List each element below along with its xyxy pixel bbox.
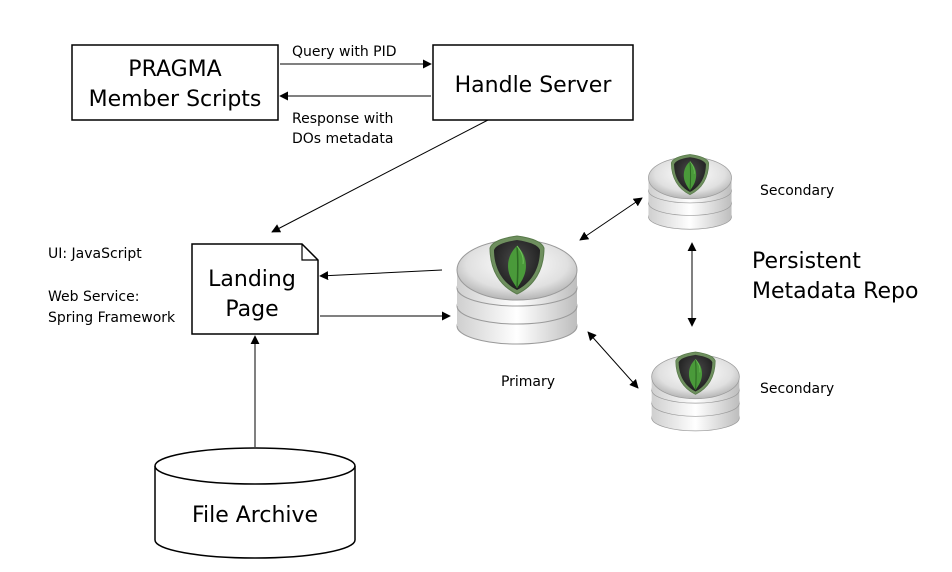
file-archive-label: File Archive xyxy=(192,503,318,528)
query-edge: Query with PID xyxy=(280,44,432,69)
file-archive-node: File Archive xyxy=(154,447,356,559)
primary-label: Primary xyxy=(501,374,555,390)
pragma-node: PRAGMA Member Scripts xyxy=(71,44,279,121)
query-edge-label: Query with PID xyxy=(292,44,397,60)
response-edge-label-line1: Response with xyxy=(292,111,393,127)
repo-label-line2: Metadata Repo xyxy=(752,279,918,304)
secondary-bottom-db-icon xyxy=(651,351,740,432)
secondary-top-db-icon xyxy=(647,153,733,230)
pragma-label-line1: PRAGMA xyxy=(128,57,221,82)
web-service-note-line2: Spring Framework xyxy=(48,310,176,326)
response-edge: Response with DOs metadata xyxy=(279,91,431,147)
repo-label: Persistent Metadata Repo xyxy=(752,249,918,304)
pragma-label-line2: Member Scripts xyxy=(89,87,262,112)
handle-to-landing-edge xyxy=(271,119,489,233)
primary-to-landing-edge xyxy=(319,269,443,281)
primary-db-icon xyxy=(456,235,578,345)
ui-note: UI: JavaScript xyxy=(48,246,142,262)
handle-server-label: Handle Server xyxy=(455,73,613,98)
response-edge-label-line2: DOs metadata xyxy=(292,131,393,147)
primary-secondary-bottom-edge xyxy=(587,331,639,389)
primary-secondary-top-edge xyxy=(579,197,643,241)
landing-page-node: Landing Page xyxy=(191,243,319,335)
secondary-bottom-label: Secondary xyxy=(760,381,834,397)
web-service-note-line1: Web Service: xyxy=(48,289,139,305)
landing-page-label-line2: Page xyxy=(225,297,278,322)
secondary-top-label: Secondary xyxy=(760,183,834,199)
repo-label-line1: Persistent xyxy=(752,249,861,274)
tech-notes: UI: JavaScript Web Service: Spring Frame… xyxy=(48,246,176,326)
landing-page-label-line1: Landing xyxy=(208,267,296,292)
handle-server-node: Handle Server xyxy=(432,44,634,121)
